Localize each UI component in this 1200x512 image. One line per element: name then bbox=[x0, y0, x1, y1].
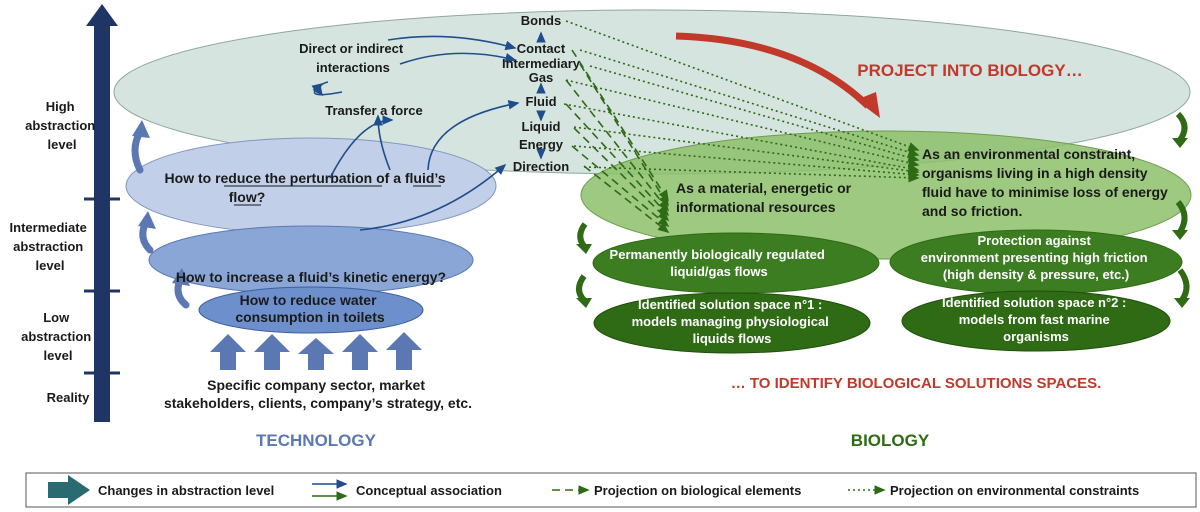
level-low-label: Low abstraction level bbox=[21, 310, 95, 363]
biology-title: BIOLOGY bbox=[851, 431, 930, 450]
transfer-to-direct-arrow bbox=[312, 81, 329, 97]
concept-direction: Direction bbox=[513, 159, 569, 174]
regulated-flows-ellipse bbox=[592, 232, 880, 294]
level-intermediate-label: Intermediate abstraction level bbox=[10, 220, 91, 273]
legend-projection-elements-label: Projection on biological elements bbox=[594, 483, 801, 498]
projection-environmental-constraints-arrows bbox=[563, 20, 920, 183]
level-reality-label: Reality bbox=[47, 390, 90, 405]
reality-up-arrows bbox=[210, 332, 422, 370]
solution-space-1-ellipse bbox=[593, 292, 871, 354]
technology-question-3: How to reduce water consumption in toile… bbox=[235, 292, 385, 325]
protection-text: Protection against environment presentin… bbox=[921, 233, 1151, 282]
biology-resources-text: As a material, energetic or informationa… bbox=[676, 180, 855, 215]
project-arrow-head bbox=[856, 92, 880, 118]
technology-question-2: How to increase a fluid’s kinetic energy… bbox=[176, 269, 446, 285]
concept-transfer-force: Transfer a force bbox=[325, 103, 423, 118]
project-into-biology-arrow bbox=[675, 32, 871, 109]
abstraction-axis bbox=[84, 4, 120, 422]
concept-liquid: Liquid bbox=[522, 119, 561, 134]
concept-gas: Gas bbox=[529, 70, 554, 85]
legend-projection-constraints-label: Projection on environmental constraints bbox=[890, 483, 1139, 498]
identify-solutions-label: … TO IDENTIFY BIOLOGICAL SOLUTIONS SPACE… bbox=[731, 375, 1102, 392]
technology-title: TECHNOLOGY bbox=[256, 431, 377, 450]
concept-contact: Contact bbox=[517, 41, 566, 56]
concept-direct-interactions: Direct or indirect interactions bbox=[299, 41, 407, 75]
concept-energy: Energy bbox=[519, 137, 564, 152]
concept-bonds: Bonds bbox=[521, 13, 561, 28]
legend-abstraction-arrow-icon bbox=[48, 475, 90, 505]
level-high-label: High abstraction level bbox=[25, 99, 99, 152]
technology-context: Specific company sector, market stakehol… bbox=[164, 377, 472, 411]
solution-space-2-ellipse bbox=[901, 290, 1171, 352]
conceptual-association-arrows bbox=[311, 31, 546, 231]
technology-question-3-ellipse bbox=[198, 286, 424, 334]
concept-fluid: Fluid bbox=[525, 94, 556, 109]
legend-conceptual-label: Conceptual association bbox=[356, 483, 502, 498]
biology-constraint-text: As an environmental constraint, organism… bbox=[922, 146, 1172, 219]
concept-intermediary: Intermediary bbox=[502, 56, 581, 71]
abstraction-step-arrowheads bbox=[132, 120, 190, 286]
biology-projection-ellipse bbox=[580, 130, 1192, 260]
project-into-biology-label: PROJECT INTO BIOLOGY… bbox=[857, 61, 1082, 80]
solution-space-1-text: Identified solution space n°1 : models m… bbox=[632, 297, 833, 346]
biology-step-arrowheads bbox=[576, 138, 1190, 308]
legend-abstraction-label: Changes in abstraction level bbox=[98, 483, 274, 498]
regulated-flows-text: Permanently biologically regulated liqui… bbox=[610, 247, 829, 279]
solution-space-2-text: Identified solution space n°2 : models f… bbox=[942, 295, 1130, 344]
projection-biological-elements-arrows bbox=[565, 49, 670, 233]
legend: Changes in abstraction level Conceptual … bbox=[25, 472, 1197, 508]
technology-question-1: How to reduce the perturbation of a flui… bbox=[165, 170, 450, 205]
